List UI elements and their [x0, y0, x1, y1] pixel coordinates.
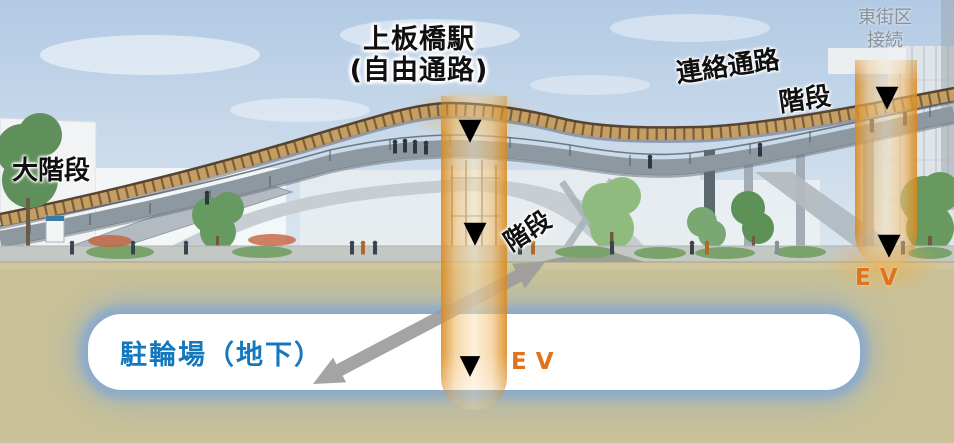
- elevator-shaft-right-glow: [826, 236, 942, 294]
- elevator-shaft-center-highlight: [441, 96, 507, 410]
- station-title: 上板橋駅 (自由通路): [317, 24, 521, 86]
- elevator-label-center: EV: [511, 349, 563, 375]
- down-arrow-marker-center-mid: ▼: [463, 215, 487, 250]
- down-arrow-marker-right-top: ▼: [875, 79, 899, 114]
- grand-staircase-label: 大階段: [12, 156, 91, 186]
- bicycle-parking-label: 駐輪場（地下）: [120, 339, 323, 371]
- down-arrow-marker-center-top: ▼: [458, 112, 482, 147]
- east-block-connection-label: 東街区 接続: [858, 7, 912, 52]
- down-arrow-marker-right-ground: ▼: [877, 227, 901, 262]
- down-arrow-marker-center-underground: ▼: [459, 349, 481, 381]
- station-title-line1: 上板橋駅: [363, 24, 475, 55]
- elevator-label-right: EV: [855, 265, 907, 291]
- elevator-shaft-right-highlight: [855, 60, 917, 266]
- station-title-line2: (自由通路): [349, 55, 489, 87]
